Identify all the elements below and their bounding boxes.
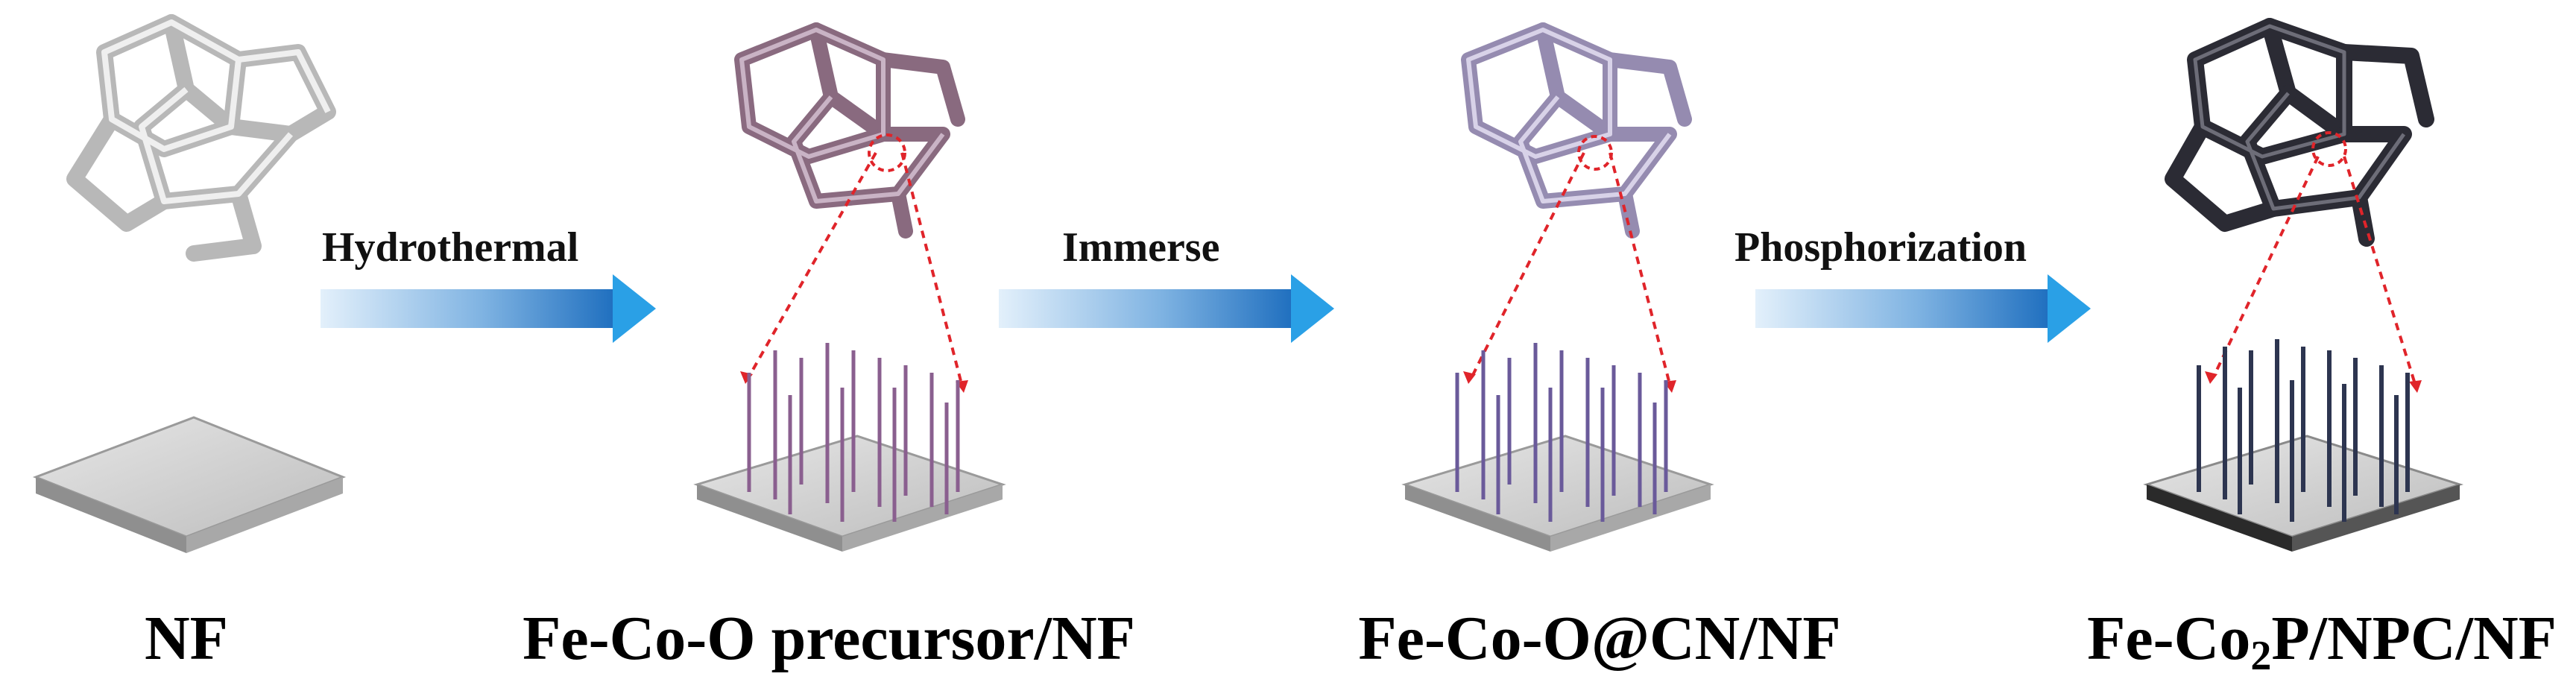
final-zoom-lines: [2205, 156, 2422, 393]
stage-label-cn: Fe-Co-O@CN/NF: [1358, 604, 1841, 673]
cn-foam-icon: [1461, 22, 1692, 239]
hydrothermal-label: Hydrothermal: [322, 224, 579, 271]
substrate-plate-icon: [32, 416, 347, 553]
immerse-arrow: [999, 274, 1334, 343]
stage-label-final: Fe-Co2P/NPC/NF: [2087, 608, 2557, 679]
final-foam-icon: [2165, 18, 2434, 247]
nf-foam-icon: [66, 14, 336, 262]
stage-label-precursor: Fe-Co-O precursor/NF: [523, 604, 1135, 673]
immerse-label: Immerse: [1062, 224, 1220, 271]
stage-label-final-suffix: P/NPC/NF: [2271, 604, 2557, 673]
cn-zoom-lines: [1463, 152, 1676, 393]
stage-label-final-subscript: 2: [2250, 633, 2272, 679]
hydrothermal-arrow: [321, 274, 656, 343]
final-nanorod-array-icon: [2143, 339, 2464, 552]
stage-label-nf: NF: [145, 604, 228, 673]
cn-nanorod-array-icon: [1401, 343, 1714, 552]
phosphorization-label: Phosphorization: [1734, 224, 2027, 271]
precursor-foam-icon: [734, 22, 965, 239]
precursor-nanorod-array-icon: [693, 343, 1006, 552]
stage-label-final-prefix: Fe-Co: [2087, 604, 2251, 673]
phosphorization-arrow: [1755, 274, 2091, 343]
